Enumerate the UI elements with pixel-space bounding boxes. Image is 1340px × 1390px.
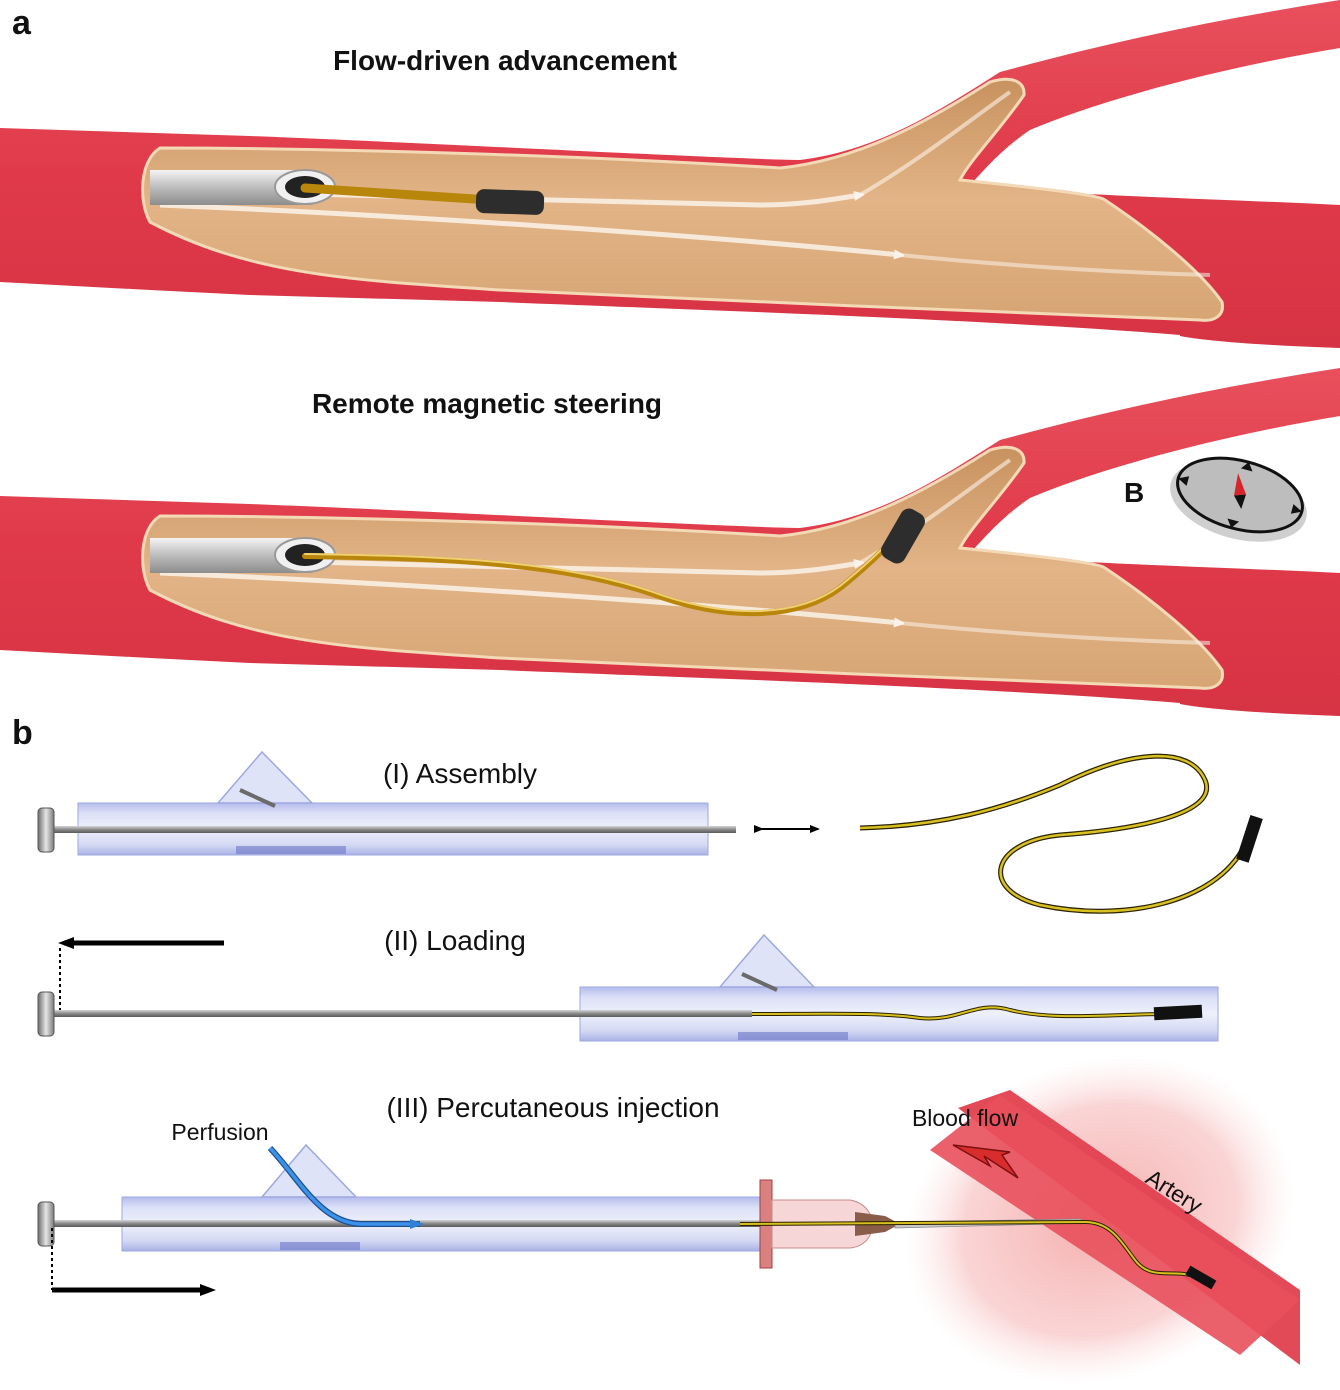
- plunger-knob: [37, 1201, 55, 1247]
- flow-driven-title: Flow-driven advancement: [333, 45, 677, 76]
- step-loading-label: (II) Loading: [384, 925, 526, 956]
- flow-line: [159, 202, 900, 255]
- magnet-head: [1236, 814, 1263, 863]
- flow-line: [858, 90, 1012, 197]
- compass-icon: [1170, 456, 1307, 542]
- magnet-head: [881, 508, 925, 564]
- loading-injector: [37, 933, 1219, 1042]
- panel-letter-b: b: [12, 714, 33, 752]
- y-port: [718, 933, 816, 988]
- blood-flow-label: Blood flow: [912, 1105, 1019, 1131]
- magnetic-wire: [859, 753, 1248, 914]
- blood-flow-arrow: [952, 1144, 1019, 1179]
- magnet-head: [1185, 1265, 1217, 1290]
- plunger-knob: [37, 991, 55, 1037]
- assembly-injector: [37, 750, 736, 856]
- magnet-head: [1153, 1004, 1203, 1021]
- panel-letter-a: a: [12, 4, 32, 42]
- y-port: [216, 750, 314, 804]
- wire-highlight: [304, 535, 896, 613]
- flow-line: [159, 570, 900, 623]
- plunger-rod: [52, 826, 736, 833]
- plunger-knob: [37, 807, 55, 853]
- flow-line: [899, 253, 1211, 277]
- plunger-rod: [52, 1220, 877, 1227]
- step-injection-label: (III) Percutaneous injection: [386, 1092, 719, 1123]
- magnetic-steering-title: Remote magnetic steering: [312, 388, 662, 419]
- wire: [300, 183, 495, 205]
- step-assembly-label: (I) Assembly: [383, 758, 537, 789]
- wire: [302, 535, 898, 617]
- vessel-bottom: [0, 368, 1340, 716]
- vessel-top: [0, 0, 1340, 348]
- flow-line: [899, 621, 1211, 645]
- magnetic-field-label: B: [1124, 477, 1144, 508]
- perfusion-label: Perfusion: [171, 1119, 268, 1145]
- magnet-head: [475, 189, 545, 215]
- plunger-rod: [52, 1010, 752, 1017]
- injection-injector: [37, 1143, 1217, 1290]
